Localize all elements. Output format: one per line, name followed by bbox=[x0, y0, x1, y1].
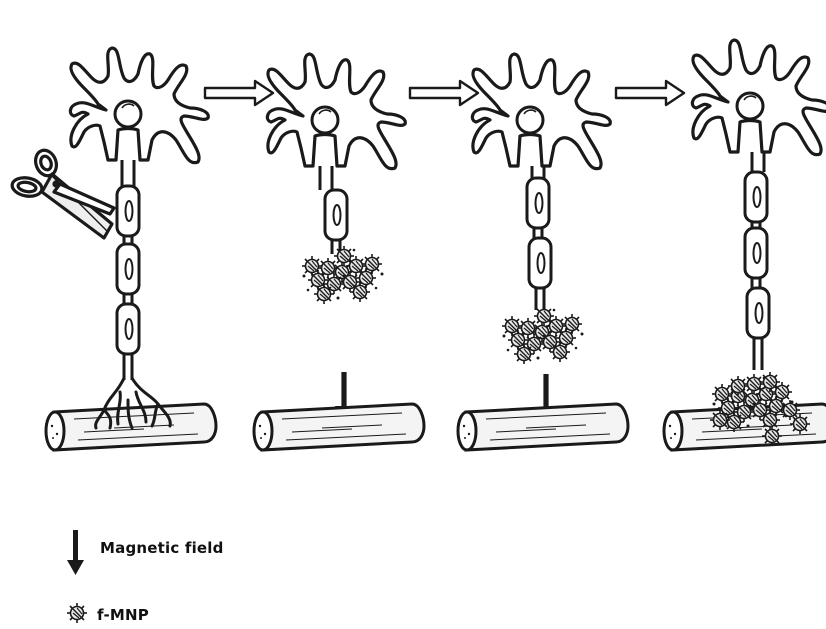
neuron-icon bbox=[472, 54, 610, 310]
neuron-icon bbox=[692, 40, 826, 370]
step-2-severed-axon bbox=[254, 54, 424, 450]
mnp-cluster-icon bbox=[302, 246, 384, 304]
mnp-cluster-icon bbox=[502, 306, 584, 364]
f-mnp-icon bbox=[67, 603, 87, 623]
step-4-reconnected bbox=[664, 40, 826, 450]
process-arrow-3-icon bbox=[616, 81, 684, 105]
magnetic-field-arrow-icon bbox=[67, 530, 84, 575]
neuron-icon bbox=[267, 54, 405, 254]
scissors-icon bbox=[11, 147, 114, 238]
step-1-intact-neuron bbox=[11, 48, 216, 450]
muscle-fiber-icon bbox=[458, 404, 628, 450]
step-3-axon-regrowing bbox=[458, 54, 628, 450]
legend bbox=[67, 530, 87, 623]
process-arrow-2-icon bbox=[410, 81, 478, 105]
process-arrow-1-icon bbox=[205, 81, 273, 105]
muscle-fiber-icon bbox=[254, 404, 424, 450]
legend-magnetic-field-label: Magnetic field bbox=[100, 539, 224, 557]
legend-fmnp-label: f-MNP bbox=[97, 606, 149, 624]
